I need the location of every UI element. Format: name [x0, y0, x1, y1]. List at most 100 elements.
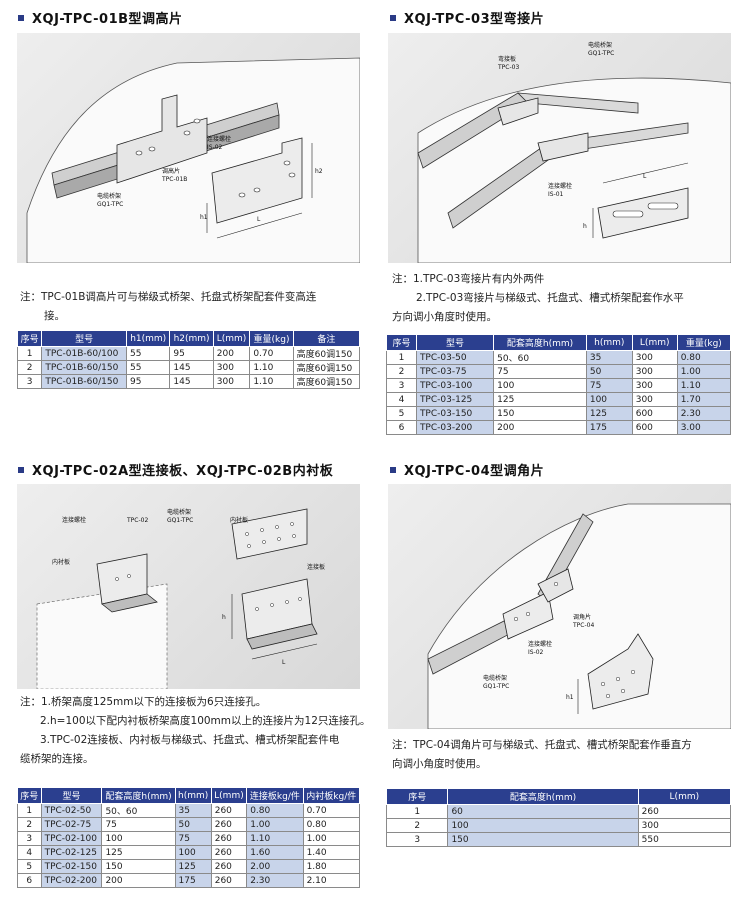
table-cell: 175 [174, 873, 212, 888]
table-cell: 260 [637, 804, 732, 819]
figure-tpc04: 调角片 TPC-04 连接螺栓 IS-02 电缆桥架 GQ1-TPC h1 [388, 484, 731, 729]
table-cell: 50 [174, 817, 212, 832]
section-title-tpc02: XQJ-TPC-02A型连接板、XQJ-TPC-02B内衬板 [18, 460, 333, 479]
note-tpc02: 注：1.桥架高度125mm以下的连接板为6只连接孔。 2.h=100以下配内衬板… [20, 696, 371, 765]
column-header: h(mm) [174, 787, 212, 804]
table-cell: 150 [493, 406, 587, 421]
table-cell: 75 [101, 817, 176, 832]
label-tray: 电缆桥架 [588, 41, 612, 49]
table-cell: 3 [16, 374, 43, 389]
table-cell: 1 [17, 803, 42, 818]
table-cell: TPC-02-100 [40, 831, 103, 846]
table-cell: 0.70 [249, 346, 294, 361]
table-cell: 2.30 [676, 406, 732, 421]
table-cell: TPC-01B-60/100 [41, 346, 127, 361]
figure-tpc02: 连接螺栓 TPC-02 电缆桥架 GQ1-TPC 内衬板 内衬板 连接板 h L [17, 484, 360, 689]
column-header: 配套高度h(mm) [101, 787, 176, 804]
table-cell: 1.00 [246, 817, 304, 832]
label-tray: 电缆桥架 [97, 192, 121, 200]
section-title-tpc04: XQJ-TPC-04型调角片 [390, 460, 544, 479]
table-header-row: 序号型号配套高度h(mm)h(mm)L(mm)连接板kg/件内衬板kg/件 [17, 787, 361, 804]
table-cell: 125 [101, 845, 176, 860]
label-L: L [257, 216, 261, 223]
table-cell: 2 [16, 360, 43, 375]
label-liner-right: 内衬板 [230, 516, 248, 524]
tpc01b-drawing: 连接螺栓 IS-02 调高片 TPC-01B 电缆桥架 GQ1-TPC h1 h… [26, 57, 360, 263]
table-cell: 1.00 [302, 831, 361, 846]
column-header: 内衬板kg/件 [302, 787, 361, 804]
square-bullet-icon [390, 14, 396, 21]
column-header: 序号 [385, 788, 449, 805]
note-tpc04: 注：TPC-04调角片可与梯级式、托盘式、槽式桥架配套作垂直方 向调小角度时使用… [392, 739, 692, 770]
label-connector: 连接板 [307, 563, 325, 571]
column-header: L(mm) [631, 334, 678, 351]
table-cell: 1 [385, 804, 449, 819]
label-tray: 电缆桥架 [167, 508, 191, 516]
table-cell: 0.80 [302, 817, 361, 832]
column-header: 序号 [17, 787, 42, 804]
table-cell: 75 [585, 378, 633, 393]
column-header: L(mm) [210, 787, 248, 804]
label-gq1: GQ1-TPC [167, 517, 193, 524]
table-cell: 高度60调150 [292, 360, 361, 375]
table-cell: 260 [210, 831, 248, 846]
table-cell: TPC-02-50 [40, 803, 103, 818]
table-cell: TPC-01B-60/150 [41, 374, 127, 389]
table-cell: 260 [210, 803, 248, 818]
column-header: 序号 [16, 330, 43, 347]
table-cell: 2.30 [246, 873, 304, 888]
table-cell: 高度60调150 [292, 374, 361, 389]
table-cell: 1 [386, 350, 417, 365]
column-header: h1(mm) [125, 330, 171, 347]
table-cell: TPC-03-100 [415, 378, 495, 393]
note-tpc03: 注：1.TPC-03弯接片有内外两件 2.TPC-03弯接片与梯级式、托盘式、槽… [392, 273, 684, 323]
table-cell: 200 [493, 420, 587, 435]
square-bullet-icon [18, 466, 24, 473]
column-header: 连接板kg/件 [246, 787, 304, 804]
table-cell: 1.80 [302, 859, 361, 874]
table-cell: TPC-03-75 [415, 364, 495, 379]
table-cell: 300 [212, 360, 251, 375]
label-h2: h2 [315, 168, 323, 175]
label-L: L [282, 659, 286, 666]
label-bolt: 连接螺栓 [62, 516, 86, 524]
table-cell: 100 [447, 818, 639, 833]
table-cell: 145 [169, 360, 214, 375]
table-cell: 4 [17, 845, 42, 860]
label-bolt: 连接螺栓 [548, 182, 572, 190]
label-liner-left: 内衬板 [52, 558, 70, 566]
table-cell: 300 [637, 818, 732, 833]
note-tpc01b: 注：TPC-01B调高片可与梯级式桥架、托盘式桥架配套件变高连 接。 [20, 291, 317, 322]
table-cell: 100 [493, 378, 587, 393]
table-cell: 55 [125, 346, 171, 361]
table-cell: 0.80 [676, 350, 732, 365]
label-h1: h1 [200, 214, 208, 221]
table-cell: 2.10 [302, 873, 361, 888]
table-cell: 600 [631, 406, 678, 421]
column-header: h2(mm) [169, 330, 214, 347]
label-gq1: GQ1-TPC [588, 50, 614, 57]
table-cell: 1.00 [676, 364, 732, 379]
column-header: 重量(kg) [249, 330, 294, 347]
table-cell: 100 [101, 831, 176, 846]
table-cell: 150 [101, 859, 176, 874]
column-header: L(mm) [212, 330, 251, 347]
section-title-tpc01b: XQJ-TPC-01B型调高片 [18, 8, 183, 27]
table-cell: 300 [631, 378, 678, 393]
table-cell: 1.10 [676, 378, 732, 393]
table-cell: 50、60 [493, 350, 587, 365]
section-title-tpc03: XQJ-TPC-03型弯接片 [390, 8, 544, 27]
table-cell: 0.80 [246, 803, 304, 818]
